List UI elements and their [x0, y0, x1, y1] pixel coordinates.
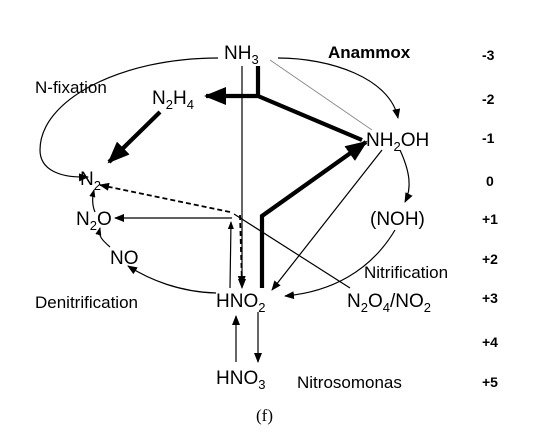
species-noh: (NOH): [370, 209, 425, 230]
label-nitrification: Nitrification: [364, 263, 448, 282]
line-hno2-to-center: [227, 221, 234, 289]
thick-nh3-to-n2h4: [204, 66, 261, 105]
thick-hno2-to-nh2oh: [259, 140, 368, 288]
line-nh3-to-nh2oh-gray: [269, 59, 373, 131]
ox-state: -1: [482, 130, 495, 146]
ox-state: +1: [482, 211, 498, 227]
ox-state: +2: [482, 251, 498, 267]
figure-caption: (f): [256, 406, 273, 425]
label-denitrification: Denitrification: [35, 293, 138, 312]
arc-nh3-to-nh2oh: [277, 57, 401, 119]
line-nh2oh-to-hno2: [271, 149, 383, 291]
process-labels: Anammox N-fixation Nitrification Denitri…: [35, 43, 448, 392]
arc-nh3-to-n2: [39, 57, 219, 182]
dotted-center-to-n2: [99, 182, 231, 213]
thick-junction-to-nh2oh: [257, 94, 363, 142]
arc-noh-to-hno2: [284, 229, 396, 300]
species-hno2: HNO2: [216, 291, 265, 315]
cycle-arcs: [39, 57, 413, 363]
ox-state: -3: [482, 47, 495, 63]
arc-n2o-to-n2: [89, 189, 96, 213]
label-anammox: Anammox: [328, 43, 411, 62]
ox-state: +3: [482, 290, 498, 306]
species-hno3: HNO3: [216, 368, 265, 392]
species-no: NO: [110, 248, 139, 269]
line-center-to-n2o4: [233, 213, 351, 289]
species-n2o4-no2: N2O4/NO2: [347, 291, 431, 315]
species-n2o: N2O: [76, 209, 112, 233]
species-nh3: NH3: [224, 43, 259, 67]
species-labels: NH3 N2H4 NH2OH N2 N2O (NOH) NO HNO2 N2O4…: [76, 43, 431, 392]
arc-hno2-to-no: [127, 265, 217, 294]
species-n2: N2: [80, 169, 101, 193]
label-nitrosomonas: Nitrosomonas: [297, 373, 402, 392]
species-n2h4: N2H4: [152, 88, 194, 112]
ox-state: +5: [482, 374, 498, 390]
label-n-fixation: N-fixation: [35, 78, 107, 97]
inner-lines: [114, 59, 383, 291]
ox-state: +4: [482, 334, 498, 350]
arc-nh2oh-to-noh: [399, 149, 413, 203]
ox-state: 0: [486, 173, 494, 189]
species-nh2oh: NH2OH: [366, 130, 429, 154]
dotted-center-to-hno2: [237, 214, 246, 286]
thick-arrows: [107, 66, 368, 288]
oxidation-state-column: -3 -2 -1 0 +1 +2 +3 +4 +5: [482, 47, 498, 390]
arc-no-to-n2o: [95, 227, 111, 248]
ox-state: -2: [482, 91, 495, 107]
dashed-lines: [99, 182, 246, 286]
thick-n2h4-to-n2: [107, 110, 162, 164]
